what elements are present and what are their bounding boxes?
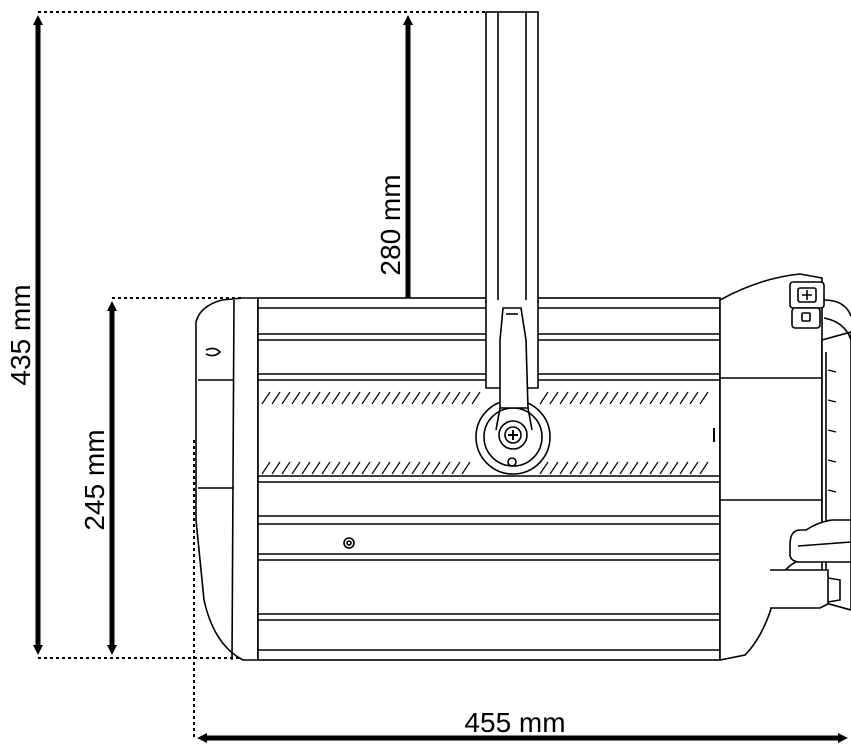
body-height-label: 245 mm	[79, 429, 110, 530]
fixture-outline	[195, 11, 851, 661]
rear-connectors	[789, 281, 851, 341]
total-height-label: 435 mm	[5, 284, 36, 385]
cooling-slots-lower	[261, 461, 709, 475]
length-label: 455 mm	[464, 707, 565, 738]
rear-handle	[770, 519, 851, 609]
front-cap	[195, 297, 259, 661]
yoke-bracket	[485, 11, 539, 389]
pivot-assembly	[475, 307, 551, 475]
yoke-height-label: 280 mm	[375, 174, 406, 275]
body-screw	[343, 537, 355, 549]
cooling-slots-upper	[261, 391, 709, 405]
